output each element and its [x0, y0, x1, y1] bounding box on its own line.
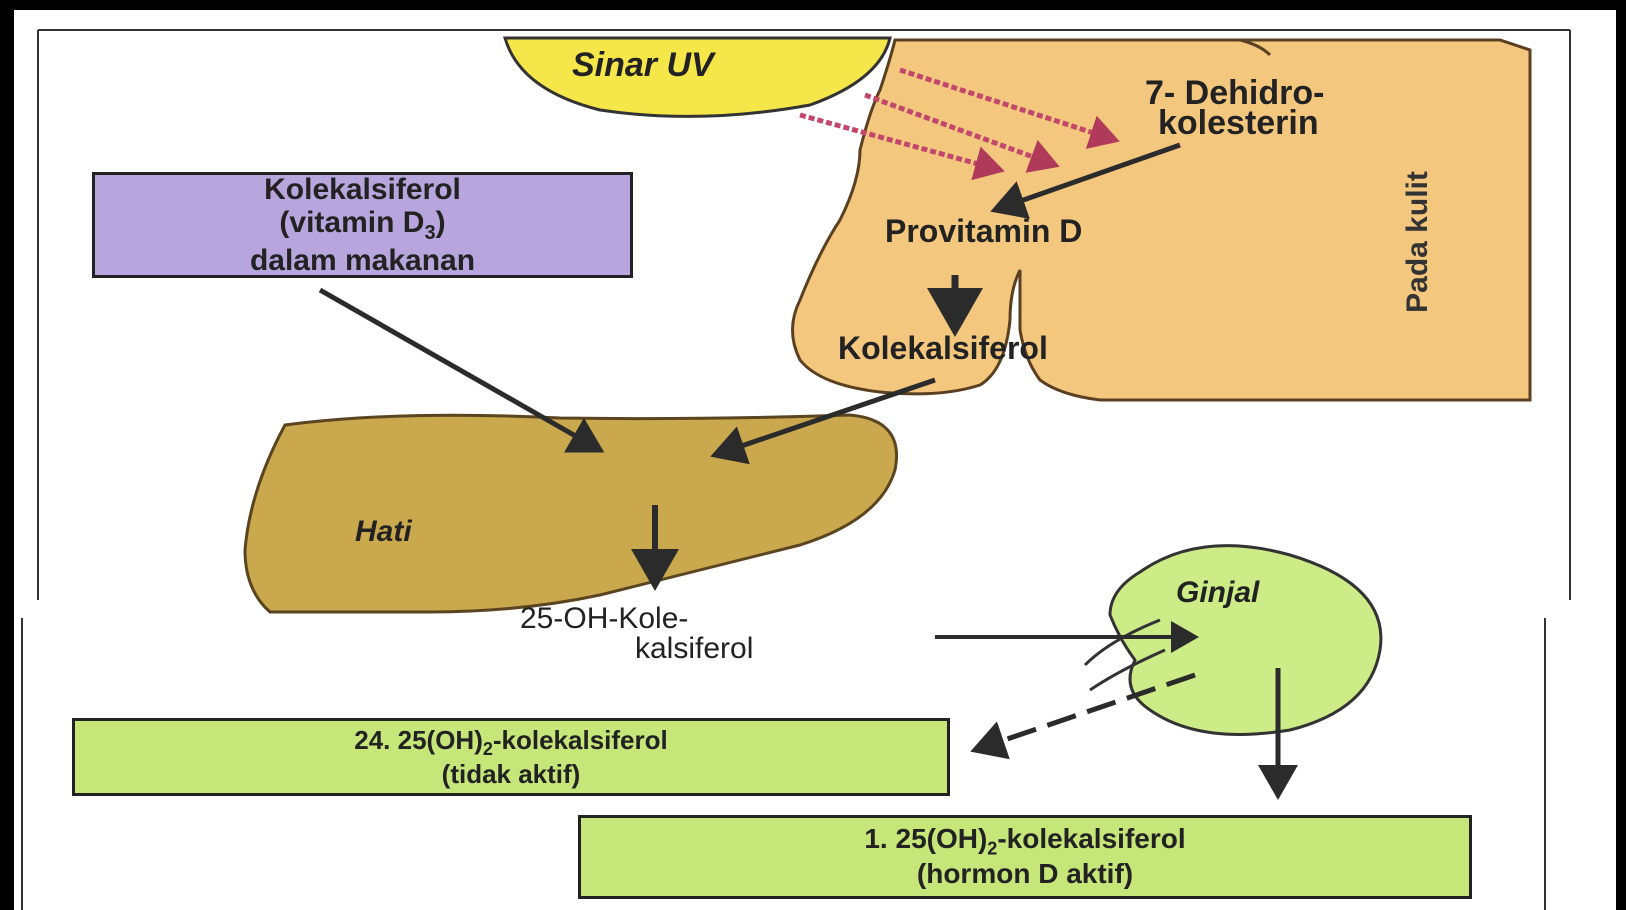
active-box-line2: (hormon D aktif) — [917, 859, 1133, 890]
active-hormone-box: 1. 25(OH)2-kolekalsiferol (hormon D akti… — [578, 815, 1472, 899]
provitamin-label: Provitamin D — [885, 213, 1082, 250]
hydroxy-label-line2: kalsiferol — [635, 632, 753, 666]
kolekalsiferol-skin-label: Kolekalsiferol — [838, 330, 1048, 367]
skin-side-label: Pada kulit — [1401, 162, 1435, 322]
inactive-box-line1: 24. 25(OH)2-kolekalsiferol — [354, 726, 667, 760]
food-box-line3: dalam makanan — [250, 244, 475, 277]
active-box-line1: 1. 25(OH)2-kolekalsiferol — [864, 824, 1185, 859]
inactive-box-line2: (tidak aktif) — [442, 760, 581, 789]
food-source-box: Kolekalsiferol (vitamin D3) dalam makana… — [92, 172, 633, 278]
liver-label: Hati — [355, 515, 412, 549]
food-box-line1: Kolekalsiferol — [264, 173, 461, 206]
liver-shape — [245, 415, 897, 612]
sun-label: Sinar UV — [572, 46, 714, 85]
kidney-label: Ginjal — [1176, 576, 1259, 610]
hydroxy-label-line1: 25-OH-Kole- — [520, 602, 688, 636]
inactive-metabolite-box: 24. 25(OH)2-kolekalsiferol (tidak aktif) — [72, 718, 950, 796]
food-box-line2: (vitamin D3) — [279, 206, 445, 244]
kidney-shape — [1110, 546, 1381, 735]
dehydro-label-line2: kolesterin — [1158, 104, 1319, 143]
